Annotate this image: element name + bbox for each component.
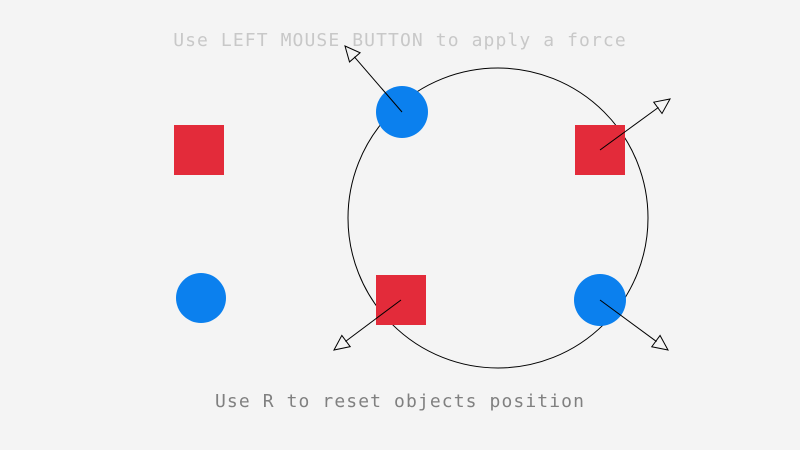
red-box-left[interactable] <box>174 125 224 175</box>
force-arrow-shaft <box>353 56 403 113</box>
container-circle <box>347 67 649 369</box>
force-arrow-shaft <box>599 106 659 151</box>
force-arrow-shaft <box>599 299 657 342</box>
force-arrows-layer <box>333 45 671 351</box>
force-arrow-up-right <box>599 98 671 151</box>
force-arrow-up-left <box>344 45 403 113</box>
hint-apply-force-label: Use LEFT MOUSE BUTTON to apply a force <box>173 30 627 51</box>
force-arrow-head-icon <box>344 45 362 63</box>
force-arrow-head-icon <box>650 334 669 351</box>
bodies-layer[interactable] <box>174 86 626 326</box>
force-arrow-head-icon <box>652 98 671 115</box>
blue-ball-left[interactable] <box>176 273 226 323</box>
force-arrow-head-icon <box>333 334 352 351</box>
force-arrow-shaft <box>345 299 402 342</box>
force-arrow-down-right <box>599 299 669 351</box>
hint-reset-label: Use R to reset objects position <box>214 391 586 412</box>
force-arrow-down-left <box>333 299 402 351</box>
